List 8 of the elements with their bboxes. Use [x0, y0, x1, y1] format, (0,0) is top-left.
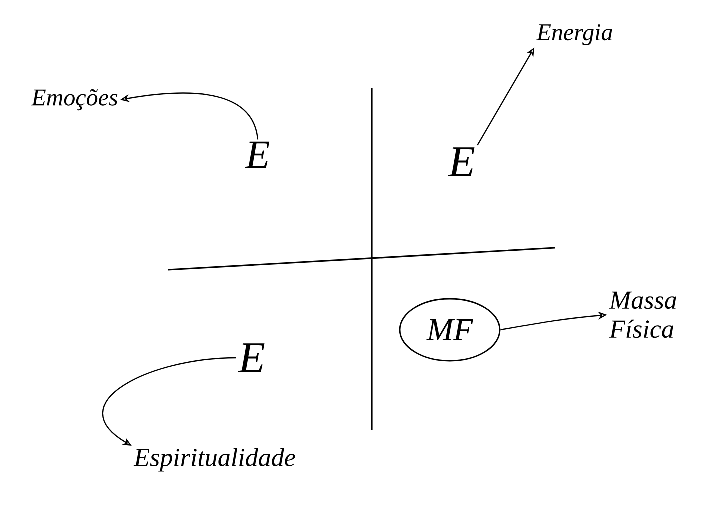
letter-label: E: [238, 344, 265, 372]
ellipse-node: MF: [399, 298, 501, 362]
word-label: Energia: [536, 24, 612, 46]
word-label: Espiritualidade: [134, 448, 296, 472]
word-label: Massa Física: [609, 292, 676, 338]
letter-label: E: [448, 148, 475, 176]
letter-label: E: [245, 142, 270, 168]
word-label: Emoções: [31, 89, 118, 111]
